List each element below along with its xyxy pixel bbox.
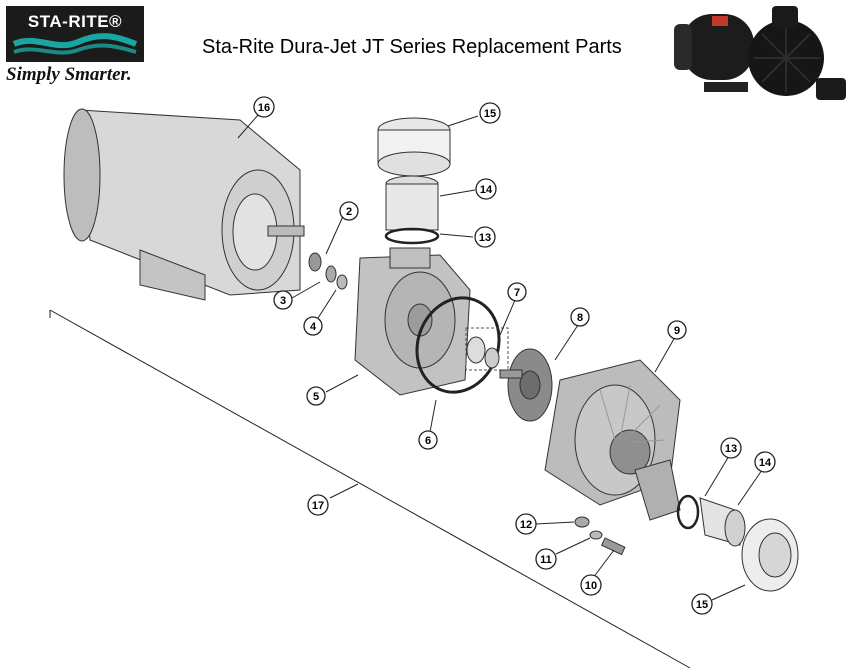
svg-text:5: 5 [313, 391, 319, 403]
callout-10: 10 [580, 574, 602, 596]
pump-body-part-9 [544, 359, 681, 521]
logo-wave-icon [12, 33, 138, 55]
callout-8: 8 [570, 307, 590, 327]
svg-text:9: 9 [674, 325, 680, 337]
svg-text:3: 3 [280, 295, 286, 307]
bolts-parts-10-11-12 [574, 516, 626, 556]
svg-text:13: 13 [479, 232, 491, 244]
svg-text:15: 15 [696, 599, 708, 611]
page-title: Sta-Rite Dura-Jet JT Series Replacement … [202, 36, 622, 58]
svg-text:2: 2 [346, 206, 352, 218]
callout-17: 17 [307, 494, 329, 516]
logo-text: STA-RITE® [27, 12, 123, 31]
union-nut-part-15-top [377, 117, 451, 177]
svg-text:7: 7 [514, 287, 520, 299]
tagline: Simply Smarter. [6, 64, 132, 85]
callout-12: 12 [515, 513, 537, 535]
callout-14-top: 14 [475, 178, 497, 200]
callout-16: 16 [253, 96, 275, 118]
svg-text:14: 14 [759, 457, 772, 469]
tailpiece-part-14-bottom [699, 497, 746, 547]
callout-13-bottom: 13 [720, 437, 742, 459]
svg-text:4: 4 [310, 321, 317, 333]
svg-text:11: 11 [540, 554, 552, 566]
sta-rite-logo: STA-RITE® [6, 6, 144, 62]
part-17-bracket [49, 309, 691, 669]
callout-6: 6 [418, 430, 438, 450]
o-ring-part-13-bottom [676, 494, 700, 530]
seal-washers-parts-2-3-4 [308, 252, 348, 290]
callout-7: 7 [507, 282, 527, 302]
callout-9: 9 [667, 320, 687, 340]
svg-text:12: 12 [520, 519, 532, 531]
seal-part-7 [465, 327, 509, 371]
svg-text:6: 6 [425, 435, 431, 447]
callout-3: 3 [273, 290, 293, 310]
svg-text:16: 16 [258, 102, 270, 114]
tailpiece-part-14-top [385, 175, 439, 231]
svg-text:14: 14 [480, 184, 493, 196]
callout-5: 5 [306, 386, 326, 406]
callout-13-top: 13 [474, 226, 496, 248]
svg-text:8: 8 [577, 312, 583, 324]
callout-2: 2 [339, 201, 359, 221]
leader-lines [237, 114, 763, 601]
svg-text:13: 13 [725, 443, 737, 455]
svg-text:15: 15 [484, 108, 496, 120]
pump-photo [674, 6, 846, 100]
callout-15-top: 15 [479, 102, 501, 124]
svg-text:10: 10 [585, 580, 597, 592]
motor-part-16 [63, 108, 305, 301]
union-nut-part-15-bottom [741, 518, 799, 592]
impeller-part-8 [499, 348, 553, 422]
callout-4: 4 [303, 316, 323, 336]
o-ring-part-13-top [384, 227, 440, 245]
callout-11: 11 [535, 548, 557, 570]
callout-15-bottom: 15 [691, 593, 713, 615]
seal-plate-part-5 [354, 247, 471, 396]
svg-text:17: 17 [312, 500, 324, 512]
callout-14-bottom: 14 [754, 451, 776, 473]
